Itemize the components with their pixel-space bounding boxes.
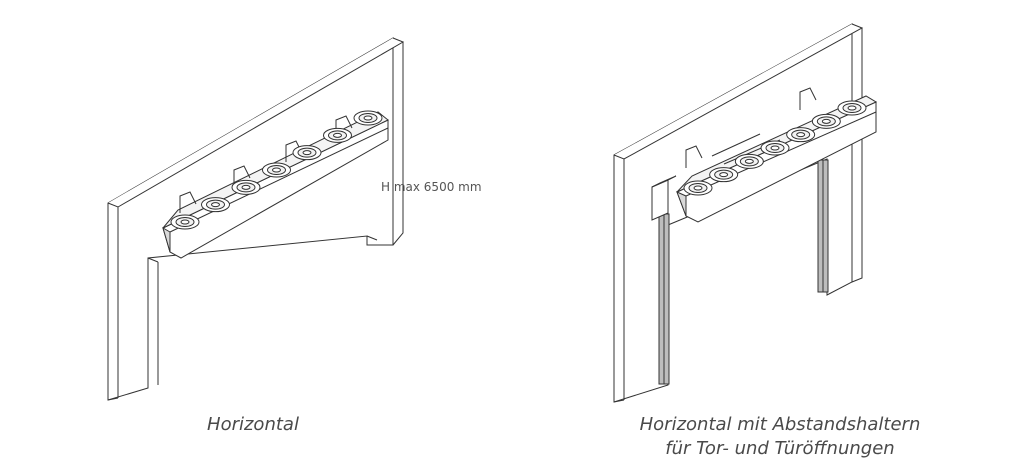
caption-line-2: für Tor- und Türöffnungen	[665, 438, 895, 459]
right-fan-row	[683, 100, 867, 196]
fan-disc	[734, 153, 764, 169]
fan-disc	[170, 214, 200, 230]
right-air-curtain	[676, 87, 878, 223]
fan-disc	[760, 140, 790, 156]
fan-disc	[353, 110, 383, 126]
fan-disc	[201, 197, 230, 213]
right-wall	[613, 23, 853, 403]
caption-line-1: Horizontal mit Abstandshaltern	[639, 414, 921, 435]
fan-disc	[811, 113, 841, 129]
fan-disc	[292, 145, 322, 161]
height-dimension-label: H max 6500 mm	[381, 180, 482, 194]
left-air-curtain	[162, 110, 389, 259]
fan-disc	[231, 179, 261, 195]
fan-disc	[683, 180, 713, 196]
fan-disc	[323, 127, 352, 143]
left-fan-row	[170, 110, 383, 230]
left-figure	[107, 37, 405, 401]
fan-disc	[262, 162, 291, 178]
caption-horizontal: Horizontal	[207, 414, 299, 435]
fan-disc	[786, 127, 816, 143]
right-figure	[613, 23, 864, 403]
left-wall	[107, 37, 394, 401]
fan-disc	[709, 167, 739, 183]
fan-disc	[837, 100, 867, 116]
caption-horizontal-spacers: Horizontal mit Abstandshaltern für Tor- …	[610, 413, 950, 461]
